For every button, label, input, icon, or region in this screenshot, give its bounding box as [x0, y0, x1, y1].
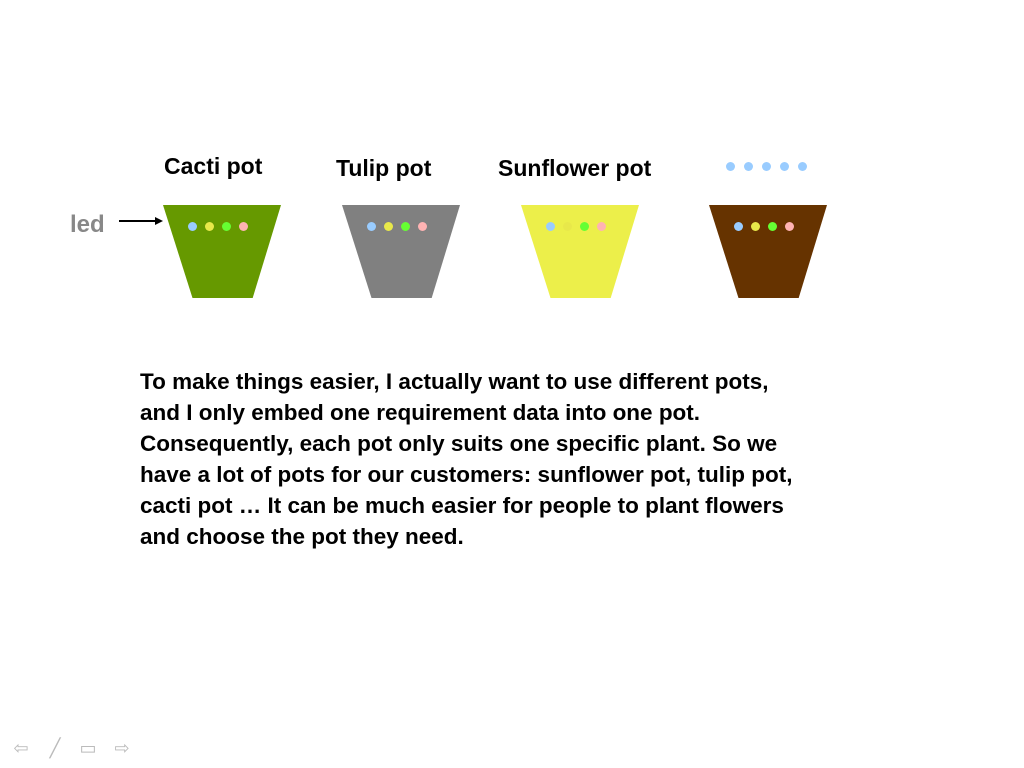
led-dot	[239, 222, 248, 231]
arrow-head-icon	[155, 217, 163, 225]
body-line: and I only embed one requirement data in…	[140, 400, 701, 425]
body-line: Consequently, each pot only suits one sp…	[140, 431, 778, 456]
pot-label-sunflower: Sunflower pot	[498, 155, 652, 181]
pot-brown	[709, 205, 827, 298]
led-dot	[401, 222, 410, 231]
led-dot	[546, 222, 555, 231]
led-dot	[785, 222, 794, 231]
pot-cacti	[163, 205, 281, 298]
led-dot	[205, 222, 214, 231]
led-dot	[768, 222, 777, 231]
led-dot	[222, 222, 231, 231]
next-slide-icon[interactable]: ⇨	[114, 738, 130, 758]
led-dot	[734, 222, 743, 231]
led-dot	[563, 222, 572, 231]
led-dot	[384, 222, 393, 231]
pot-label-cacti: Cacti pot	[164, 153, 263, 179]
pen-icon[interactable]: ╱	[49, 738, 61, 758]
led-dot	[798, 162, 807, 171]
menu-icon[interactable]: ▭	[79, 738, 97, 758]
arrow-icon	[119, 220, 157, 222]
led-dot	[597, 222, 606, 231]
body-text: To make things easier, I actually want t…	[140, 366, 920, 552]
led-dot	[367, 222, 376, 231]
led-dot	[188, 222, 197, 231]
led-dot	[580, 222, 589, 231]
led-dot	[780, 162, 789, 171]
previous-slide-icon[interactable]: ⇦	[13, 738, 29, 758]
body-line: have a lot of pots for our customers: su…	[140, 462, 793, 487]
led-dot	[751, 222, 760, 231]
body-line: cacti pot … It can be much easier for pe…	[140, 493, 784, 518]
led-dot	[762, 162, 771, 171]
pot-label-tulip: Tulip pot	[336, 155, 432, 181]
pot-sunflower	[521, 205, 639, 298]
body-line: To make things easier, I actually want t…	[140, 369, 769, 394]
led-dot	[726, 162, 735, 171]
led-dot	[744, 162, 753, 171]
pot-tulip	[342, 205, 460, 298]
led-label: led	[70, 211, 105, 238]
body-line: and choose the pot they need.	[140, 524, 464, 549]
led-dot	[418, 222, 427, 231]
